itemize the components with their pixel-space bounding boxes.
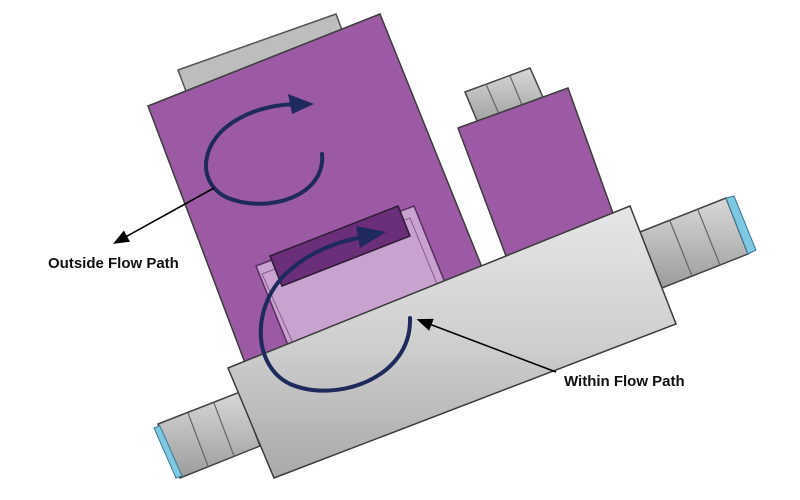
left-fitting <box>153 391 261 479</box>
outside-leader-line <box>112 187 215 244</box>
within-flow-label: Within Flow Path <box>564 373 685 390</box>
sensor-element <box>269 205 411 287</box>
within-flow-arrow-icon <box>258 226 413 393</box>
outside-flow-arrow-icon <box>204 94 325 206</box>
flow-body-base <box>227 205 677 479</box>
within-leader-line <box>416 318 557 373</box>
outside-flow-label: Outside Flow Path <box>48 255 179 272</box>
right-fitting <box>639 195 757 289</box>
